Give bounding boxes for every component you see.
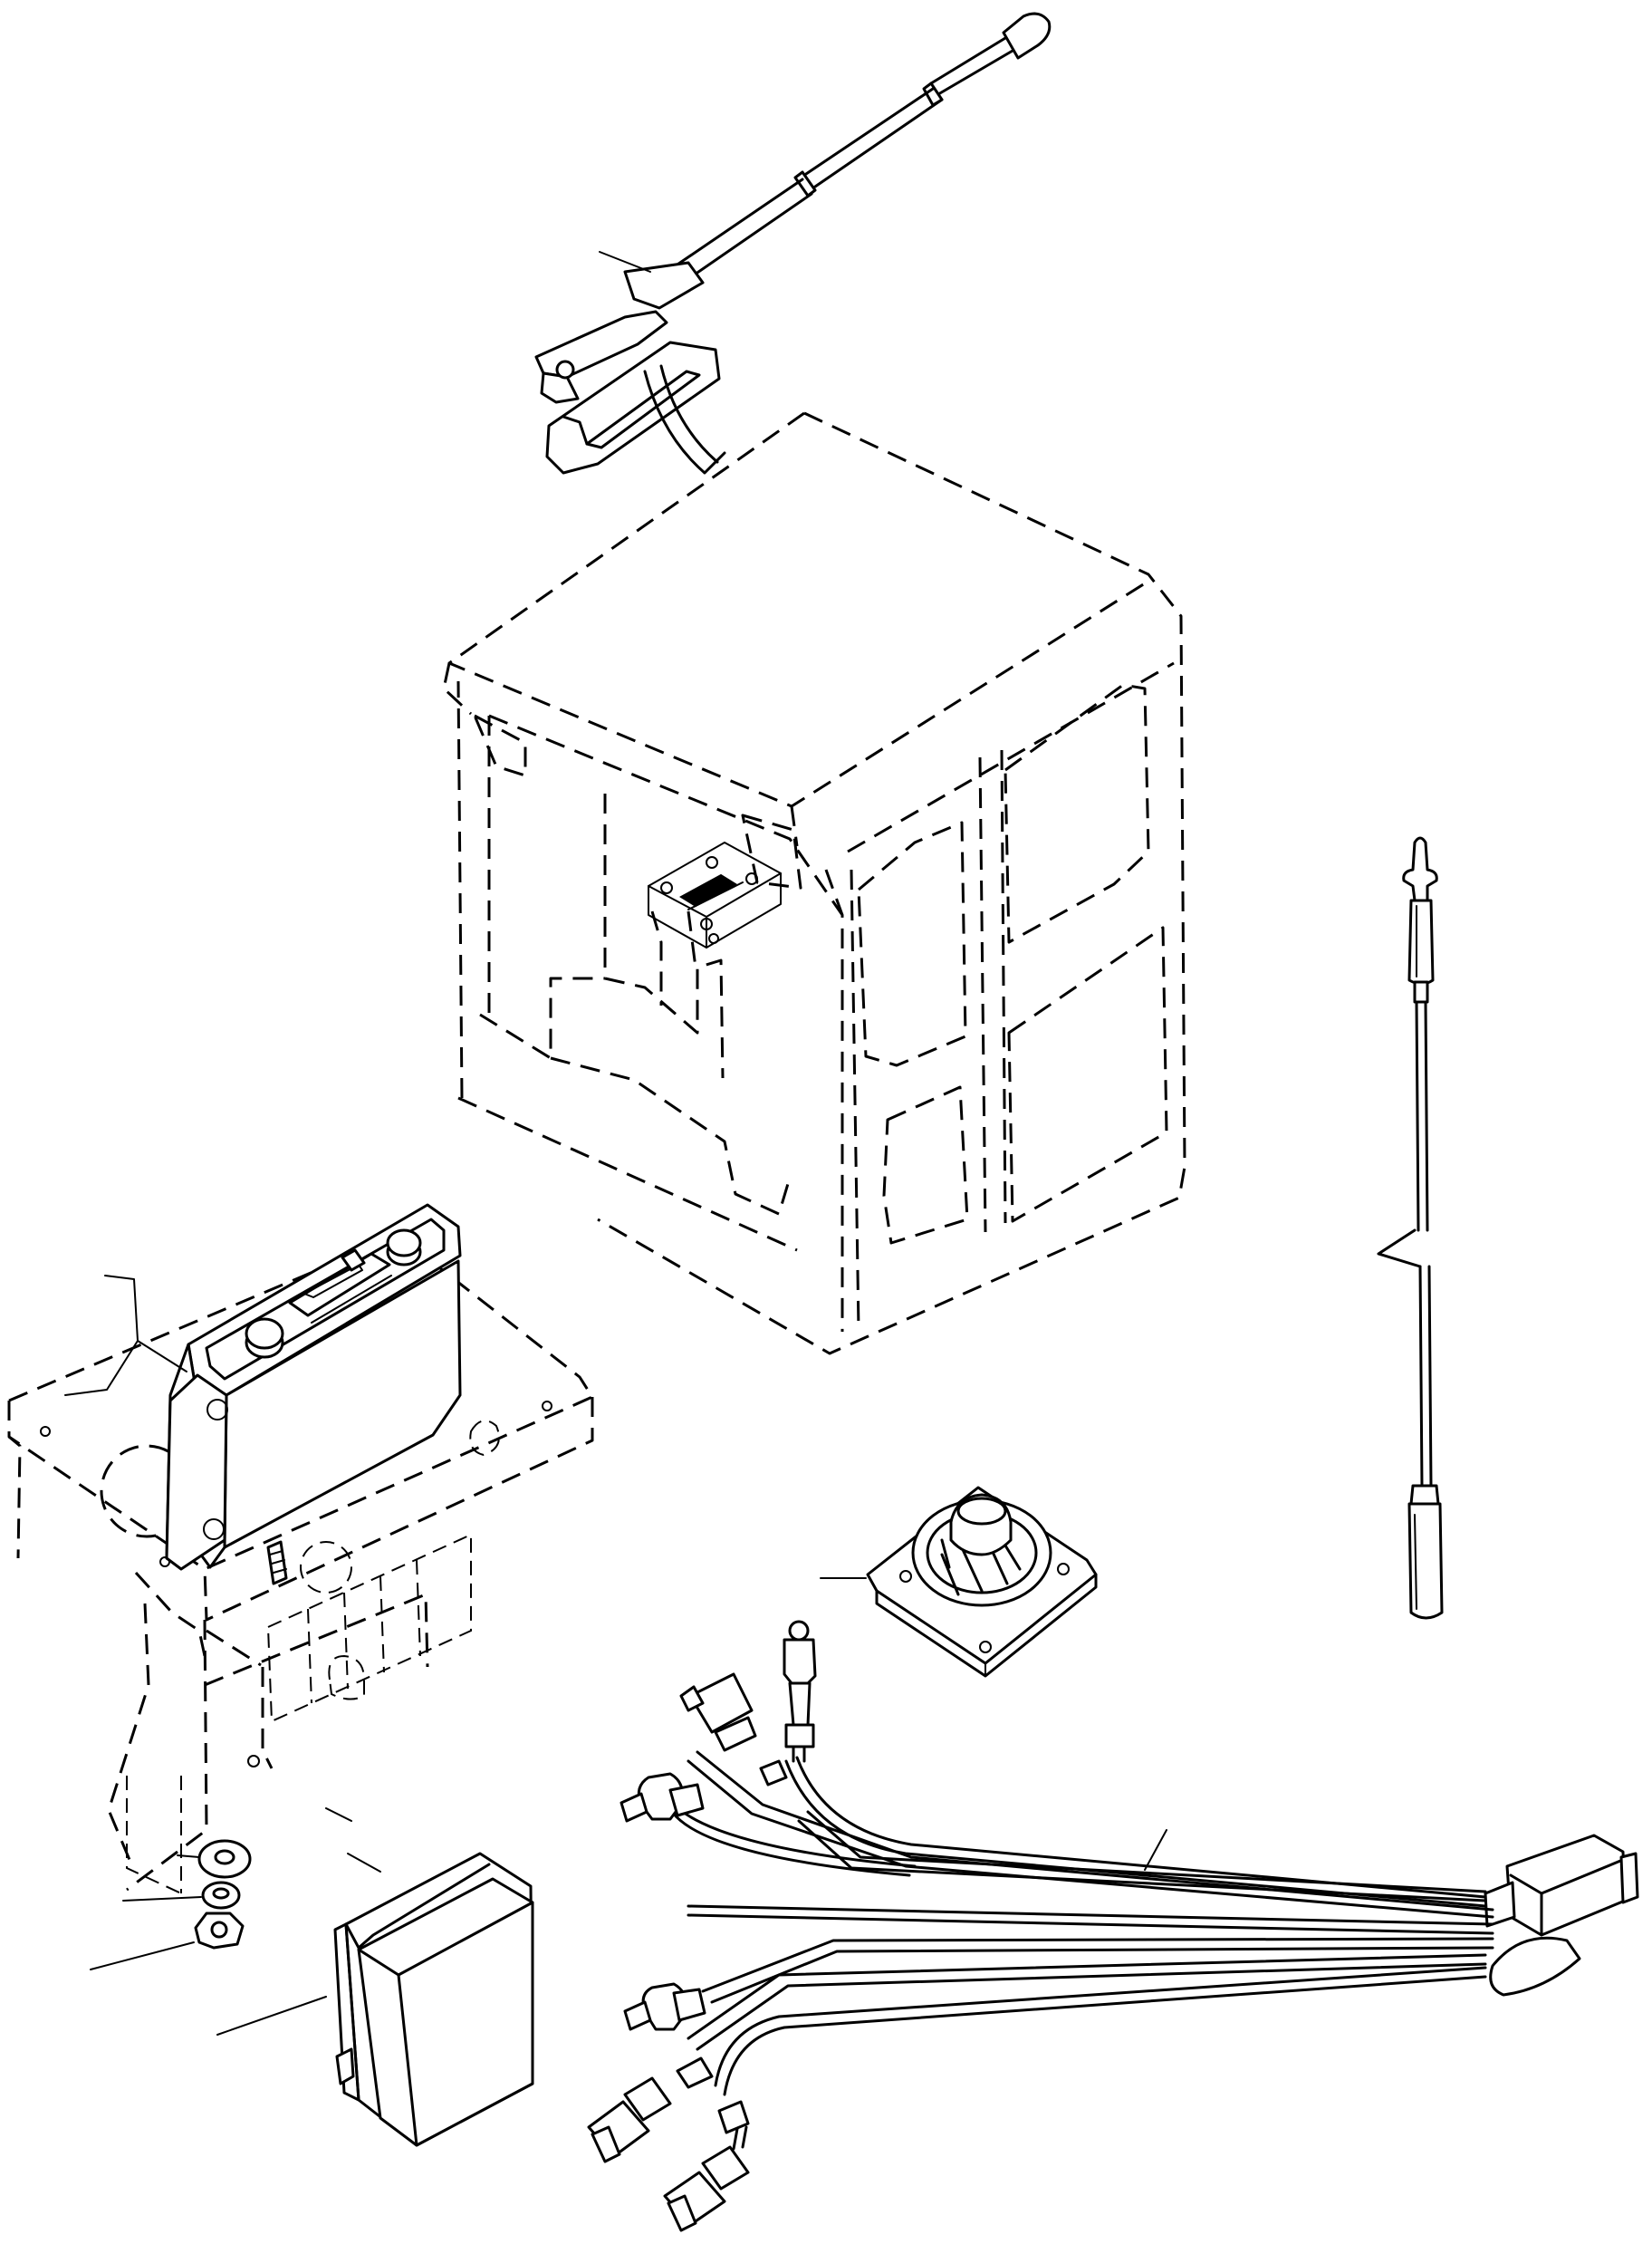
control-module: [216, 1807, 534, 2147]
cab-outline: [442, 411, 1186, 1355]
lock-washer: [122, 1881, 241, 1910]
speaker: [820, 1486, 1098, 1678]
nut: [90, 1912, 245, 1970]
wiring-harness: [587, 1620, 1639, 2232]
washer: [177, 1839, 252, 1879]
whip-antenna-rod: [1377, 836, 1444, 1620]
radio-unit: [64, 1203, 462, 1585]
roof-antenna: [534, 12, 1052, 475]
